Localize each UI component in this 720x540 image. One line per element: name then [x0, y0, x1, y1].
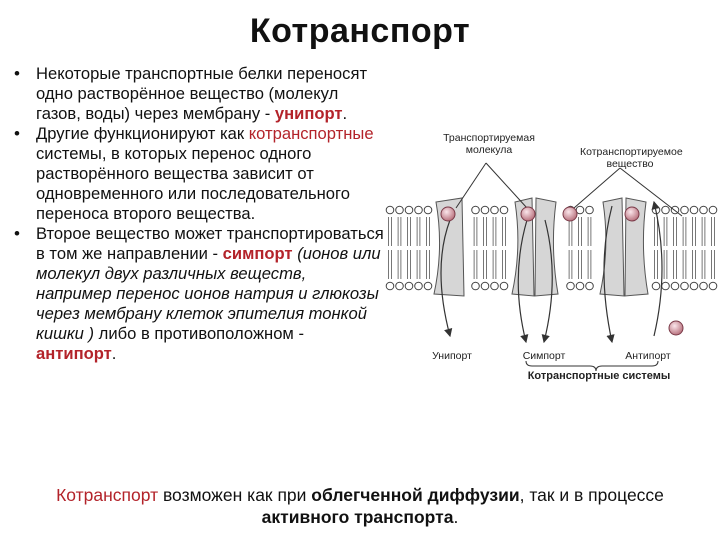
- molecule-antiport-bottom: [668, 320, 684, 336]
- antiport-protein-left: [599, 197, 625, 297]
- uniport-arrow: [440, 219, 453, 338]
- symport-protein-right: [534, 197, 559, 297]
- term-facilitated-diffusion: облегченной диффузии: [311, 485, 520, 505]
- lipid-head: [689, 205, 699, 215]
- bullet-item-uniport: • Некоторые транспортные белки переносят…: [12, 64, 384, 124]
- molecule-antiport-top: [624, 206, 640, 222]
- lipid-head: [423, 281, 433, 291]
- antiport-protein-right: [624, 197, 649, 297]
- conclusion-end: .: [453, 507, 459, 527]
- lipid-bilayer: [385, 205, 718, 291]
- symport-arrow-2: [541, 219, 553, 344]
- lipid-head: [414, 281, 423, 291]
- bullet-text-post: .: [342, 104, 348, 123]
- lipid-head: [499, 281, 509, 291]
- bullet-text-pre: Некоторые транспортные белки переносят о…: [36, 64, 368, 123]
- lipid-head: [708, 205, 718, 215]
- bullet-dot: •: [14, 64, 20, 83]
- lipid-head: [480, 281, 490, 291]
- lipid-head: [490, 281, 499, 291]
- lipid-head: [699, 281, 708, 291]
- bullet-text: Некоторые транспортные белки переносят о…: [36, 64, 367, 123]
- symport-arrow-1: [517, 219, 529, 344]
- bullet-text: Второе вещество может транспортироваться…: [36, 224, 384, 363]
- bullet-item-symport: • Второе вещество может транспортировать…: [12, 224, 384, 364]
- lipid-head: [585, 281, 594, 291]
- lipid-head: [585, 205, 594, 215]
- bullet-text-end: .: [111, 344, 117, 363]
- membrane-transport-diagram: Транспортируемая молекула Котранспортиру…: [384, 118, 720, 388]
- term-cotransport: котранспортные: [248, 124, 374, 143]
- conclusion-mid2: , так и в процессе: [519, 485, 664, 505]
- term-symport: симпорт: [222, 244, 293, 263]
- lipid-head: [651, 281, 661, 291]
- label-symport: Симпорт: [522, 350, 566, 362]
- bullet-dot: •: [14, 124, 20, 143]
- lipid-head: [385, 281, 395, 291]
- bullet-text-pre: Второе вещество может транспортироваться…: [36, 224, 384, 263]
- lipid-head: [661, 281, 670, 291]
- transported-molecules: [440, 206, 684, 336]
- bullet-dot: •: [14, 224, 20, 243]
- label-pointer-lines: [455, 162, 683, 217]
- term-active-transport: активного транспорта: [261, 507, 454, 527]
- lipid-head: [395, 281, 404, 291]
- bullet-text-post: либо в противоположном -: [98, 324, 304, 343]
- lipid-head: [480, 205, 490, 215]
- membrane-diagram-graphic: [385, 162, 718, 372]
- lipid-head: [661, 205, 670, 215]
- symport-protein-left: [511, 197, 535, 297]
- lipid-head: [566, 281, 575, 291]
- antiport-arrow-up: [651, 200, 663, 337]
- bullet-text-post: системы, в которых перенос одного раство…: [36, 144, 350, 223]
- molecule-cotransported-symport: [562, 206, 578, 222]
- lipid-head: [680, 205, 689, 215]
- term-antiport: антипорт: [36, 344, 112, 363]
- lipid-head: [404, 205, 414, 215]
- lipid-head: [699, 205, 708, 215]
- lipid-head: [670, 281, 680, 291]
- lipid-head: [575, 281, 585, 291]
- lipid-head: [708, 281, 718, 291]
- bullet-text: Другие функционируют как котранспортные …: [36, 124, 374, 223]
- label-transported-molecule: Транспортируемая молекула: [443, 132, 535, 156]
- lipid-head: [471, 205, 480, 215]
- label-antiport: Антипорт: [625, 350, 671, 362]
- term-cotransport-conclusion: Котранспорт: [56, 485, 159, 505]
- conclusion-text: Котранспорт возможен как при облегченной…: [24, 484, 696, 528]
- term-uniport: унипорт: [274, 104, 343, 123]
- bullet-item-cotransport: • Другие функционируют как котранспортны…: [12, 124, 384, 224]
- molecule-uniport: [440, 206, 456, 222]
- lipid-head: [423, 205, 433, 215]
- antiport-arrow-down: [603, 205, 615, 344]
- label-cotransport-systems: Котранспортные системы: [527, 370, 671, 382]
- label-cotransported-substance: Котранспортируемое вещество: [580, 146, 683, 170]
- molecule-symport: [520, 206, 536, 222]
- lipid-head: [395, 205, 404, 215]
- lipid-head: [404, 281, 414, 291]
- lipid-head: [490, 205, 499, 215]
- lipid-head: [689, 281, 699, 291]
- bullet-text-pre: Другие функционируют как: [36, 124, 249, 143]
- lipid-head: [680, 281, 689, 291]
- lipid-head: [499, 205, 509, 215]
- transport-arrows: [440, 200, 663, 344]
- systems-bracket: [525, 360, 659, 372]
- page-title: Котранспорт: [249, 12, 471, 50]
- conclusion-mid1: возможен как при: [158, 485, 312, 505]
- lipid-head: [471, 281, 480, 291]
- transport-proteins: [433, 197, 649, 297]
- lipid-head: [414, 205, 423, 215]
- bullet-list: • Некоторые транспортные белки переносят…: [12, 64, 384, 364]
- bullet-text-italic: (ионов или молекул двух различных вещест…: [36, 244, 381, 343]
- lipid-head: [385, 205, 395, 215]
- label-uniport: Унипорт: [432, 350, 472, 362]
